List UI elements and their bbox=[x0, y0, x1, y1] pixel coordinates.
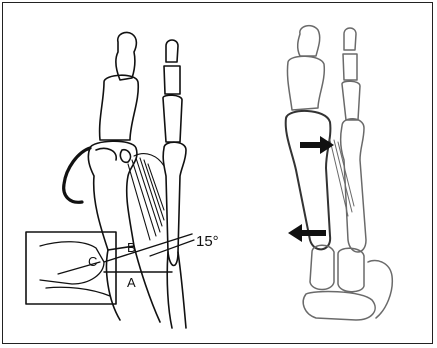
line-a-label: A bbox=[127, 275, 136, 290]
right-foot-drawing bbox=[286, 26, 393, 320]
r-hallux-distal bbox=[298, 26, 320, 56]
r-second-toe-middle bbox=[343, 54, 357, 80]
r-navicular bbox=[303, 292, 375, 320]
joint-detail bbox=[120, 150, 130, 163]
r-second-metatarsal bbox=[341, 119, 366, 252]
medial-eminence bbox=[64, 148, 90, 202]
second-toe-middle bbox=[164, 66, 180, 94]
line-b-label: B bbox=[127, 240, 136, 255]
hallux-distal-phalanx bbox=[116, 32, 137, 80]
second-toe-proximal bbox=[163, 95, 182, 142]
angle-line bbox=[150, 240, 194, 256]
inset-c-label: C bbox=[88, 254, 97, 269]
first-metatarsal bbox=[88, 141, 137, 250]
left-foot-drawing bbox=[26, 32, 194, 328]
r-hallux-proximal bbox=[287, 56, 324, 110]
r-second-toe-distal bbox=[344, 28, 356, 50]
r-second-toe-proximal bbox=[342, 81, 360, 120]
r-intermediate-cuneiform bbox=[338, 248, 364, 292]
joint-detail-2 bbox=[96, 148, 116, 160]
r-first-metatarsal bbox=[286, 111, 331, 249]
second-toe-distal bbox=[166, 40, 178, 62]
inset-bone-2 bbox=[46, 287, 110, 296]
adductor-muscle bbox=[128, 154, 164, 240]
hallux-proximal-phalanx bbox=[100, 75, 139, 140]
r-lateral-bone bbox=[368, 261, 392, 318]
angle-label: 15° bbox=[196, 233, 219, 250]
r-medial-cuneiform bbox=[310, 245, 334, 289]
